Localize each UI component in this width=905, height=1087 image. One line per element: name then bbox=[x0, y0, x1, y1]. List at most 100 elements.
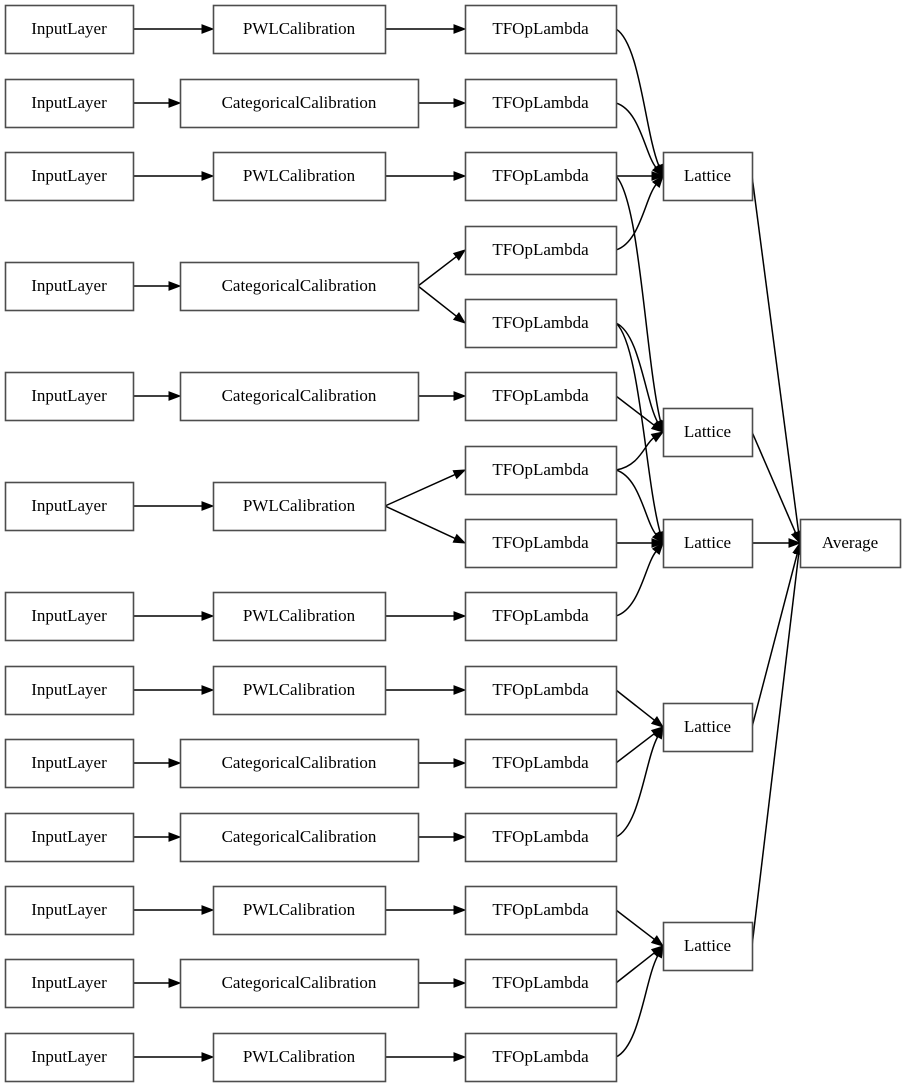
node-tfop-lambda-op12[interactable]: TFOpLambda bbox=[464, 885, 618, 936]
node-input-layer-in2[interactable]: InputLayer bbox=[4, 151, 135, 202]
node-box[interactable] bbox=[662, 151, 754, 202]
node-tfop-lambda-op10[interactable]: TFOpLambda bbox=[464, 738, 618, 789]
node-box[interactable] bbox=[464, 665, 618, 716]
arrowhead-icon bbox=[452, 312, 467, 324]
node-input-layer-in4[interactable]: InputLayer bbox=[4, 371, 135, 422]
node-box[interactable] bbox=[464, 958, 618, 1009]
node-box[interactable] bbox=[464, 812, 618, 863]
node-box[interactable] bbox=[4, 151, 135, 202]
node-box[interactable] bbox=[464, 591, 618, 642]
node-input-layer-in8[interactable]: InputLayer bbox=[4, 738, 135, 789]
node-categorical-calibration-cal8[interactable]: CategoricalCalibration bbox=[179, 738, 420, 789]
node-box[interactable] bbox=[799, 518, 902, 569]
node-box[interactable] bbox=[464, 518, 618, 569]
node-box[interactable] bbox=[464, 298, 618, 349]
node-box[interactable] bbox=[4, 481, 135, 532]
node-input-layer-in9[interactable]: InputLayer bbox=[4, 812, 135, 863]
node-box[interactable] bbox=[4, 885, 135, 936]
node-tfop-lambda-op8[interactable]: TFOpLambda bbox=[464, 591, 618, 642]
node-box[interactable] bbox=[212, 665, 387, 716]
node-box[interactable] bbox=[464, 151, 618, 202]
node-box[interactable] bbox=[179, 958, 420, 1009]
node-box[interactable] bbox=[212, 1032, 387, 1083]
node-box[interactable] bbox=[179, 371, 420, 422]
node-box[interactable] bbox=[4, 591, 135, 642]
node-box[interactable] bbox=[4, 371, 135, 422]
node-pwlcalibration-cal6[interactable]: PWLCalibration bbox=[212, 591, 387, 642]
edge-input-layer-to-pwlcalibration bbox=[133, 1052, 215, 1062]
node-box[interactable] bbox=[179, 812, 420, 863]
node-tfop-lambda-op1[interactable]: TFOpLambda bbox=[464, 78, 618, 129]
node-input-layer-in5[interactable]: InputLayer bbox=[4, 481, 135, 532]
node-input-layer-in7[interactable]: InputLayer bbox=[4, 665, 135, 716]
node-box[interactable] bbox=[464, 738, 618, 789]
node-box[interactable] bbox=[464, 78, 618, 129]
node-lattice-lat3[interactable]: Lattice bbox=[662, 702, 754, 753]
node-box[interactable] bbox=[4, 812, 135, 863]
node-categorical-calibration-cal11[interactable]: CategoricalCalibration bbox=[179, 958, 420, 1009]
node-tfop-lambda-op4[interactable]: TFOpLambda bbox=[464, 298, 618, 349]
node-box[interactable] bbox=[4, 1032, 135, 1083]
node-input-layer-in1[interactable]: InputLayer bbox=[4, 78, 135, 129]
node-categorical-calibration-cal3[interactable]: CategoricalCalibration bbox=[179, 261, 420, 312]
node-box[interactable] bbox=[179, 261, 420, 312]
node-tfop-lambda-op2[interactable]: TFOpLambda bbox=[464, 151, 618, 202]
node-input-layer-in0[interactable]: InputLayer bbox=[4, 4, 135, 55]
node-box[interactable] bbox=[662, 518, 754, 569]
node-input-layer-in6[interactable]: InputLayer bbox=[4, 591, 135, 642]
node-lattice-lat4[interactable]: Lattice bbox=[662, 921, 754, 972]
node-tfop-lambda-op11[interactable]: TFOpLambda bbox=[464, 812, 618, 863]
node-box[interactable] bbox=[4, 261, 135, 312]
node-tfop-lambda-op13[interactable]: TFOpLambda bbox=[464, 958, 618, 1009]
node-pwlcalibration-cal0[interactable]: PWLCalibration bbox=[212, 4, 387, 55]
node-pwlcalibration-cal12[interactable]: PWLCalibration bbox=[212, 1032, 387, 1083]
node-box[interactable] bbox=[179, 78, 420, 129]
edge-pwlcalibration-to-tfop-lambda bbox=[384, 505, 467, 544]
node-pwlcalibration-cal5[interactable]: PWLCalibration bbox=[212, 481, 387, 532]
node-tfop-lambda-op7[interactable]: TFOpLambda bbox=[464, 518, 618, 569]
node-categorical-calibration-cal1[interactable]: CategoricalCalibration bbox=[179, 78, 420, 129]
node-input-layer-in11[interactable]: InputLayer bbox=[4, 958, 135, 1009]
node-pwlcalibration-cal7[interactable]: PWLCalibration bbox=[212, 665, 387, 716]
node-lattice-lat0[interactable]: Lattice bbox=[662, 151, 754, 202]
node-box[interactable] bbox=[4, 78, 135, 129]
arrowhead-icon bbox=[168, 98, 182, 108]
node-tfop-lambda-op14[interactable]: TFOpLambda bbox=[464, 1032, 618, 1083]
node-box[interactable] bbox=[212, 591, 387, 642]
node-box[interactable] bbox=[4, 958, 135, 1009]
node-box[interactable] bbox=[662, 921, 754, 972]
arrowhead-icon bbox=[168, 391, 182, 401]
node-input-layer-in3[interactable]: InputLayer bbox=[4, 261, 135, 312]
node-categorical-calibration-cal4[interactable]: CategoricalCalibration bbox=[179, 371, 420, 422]
node-box[interactable] bbox=[464, 885, 618, 936]
node-box[interactable] bbox=[662, 407, 754, 458]
node-input-layer-in10[interactable]: InputLayer bbox=[4, 885, 135, 936]
node-box[interactable] bbox=[464, 371, 618, 422]
node-pwlcalibration-cal10[interactable]: PWLCalibration bbox=[212, 885, 387, 936]
node-input-layer-in12[interactable]: InputLayer bbox=[4, 1032, 135, 1083]
node-box[interactable] bbox=[179, 738, 420, 789]
node-tfop-lambda-op0[interactable]: TFOpLambda bbox=[464, 4, 618, 55]
node-box[interactable] bbox=[662, 702, 754, 753]
node-tfop-lambda-op3[interactable]: TFOpLambda bbox=[464, 225, 618, 276]
node-average-avg[interactable]: Average bbox=[799, 518, 902, 569]
node-box[interactable] bbox=[212, 151, 387, 202]
node-box[interactable] bbox=[464, 225, 618, 276]
node-pwlcalibration-cal2[interactable]: PWLCalibration bbox=[212, 151, 387, 202]
node-box[interactable] bbox=[212, 885, 387, 936]
node-box[interactable] bbox=[464, 445, 618, 496]
node-box[interactable] bbox=[4, 665, 135, 716]
node-box[interactable] bbox=[4, 738, 135, 789]
node-lattice-lat2[interactable]: Lattice bbox=[662, 518, 754, 569]
node-tfop-lambda-op9[interactable]: TFOpLambda bbox=[464, 665, 618, 716]
node-tfop-lambda-op5[interactable]: TFOpLambda bbox=[464, 371, 618, 422]
node-box[interactable] bbox=[464, 4, 618, 55]
node-box[interactable] bbox=[212, 481, 387, 532]
node-box[interactable] bbox=[4, 4, 135, 55]
node-tfop-lambda-op6[interactable]: TFOpLambda bbox=[464, 445, 618, 496]
node-lattice-lat1[interactable]: Lattice bbox=[662, 407, 754, 458]
edge-input-layer-to-categorical-calibration bbox=[133, 978, 182, 988]
node-categorical-calibration-cal9[interactable]: CategoricalCalibration bbox=[179, 812, 420, 863]
node-box[interactable] bbox=[464, 1032, 618, 1083]
node-box[interactable] bbox=[212, 4, 387, 55]
